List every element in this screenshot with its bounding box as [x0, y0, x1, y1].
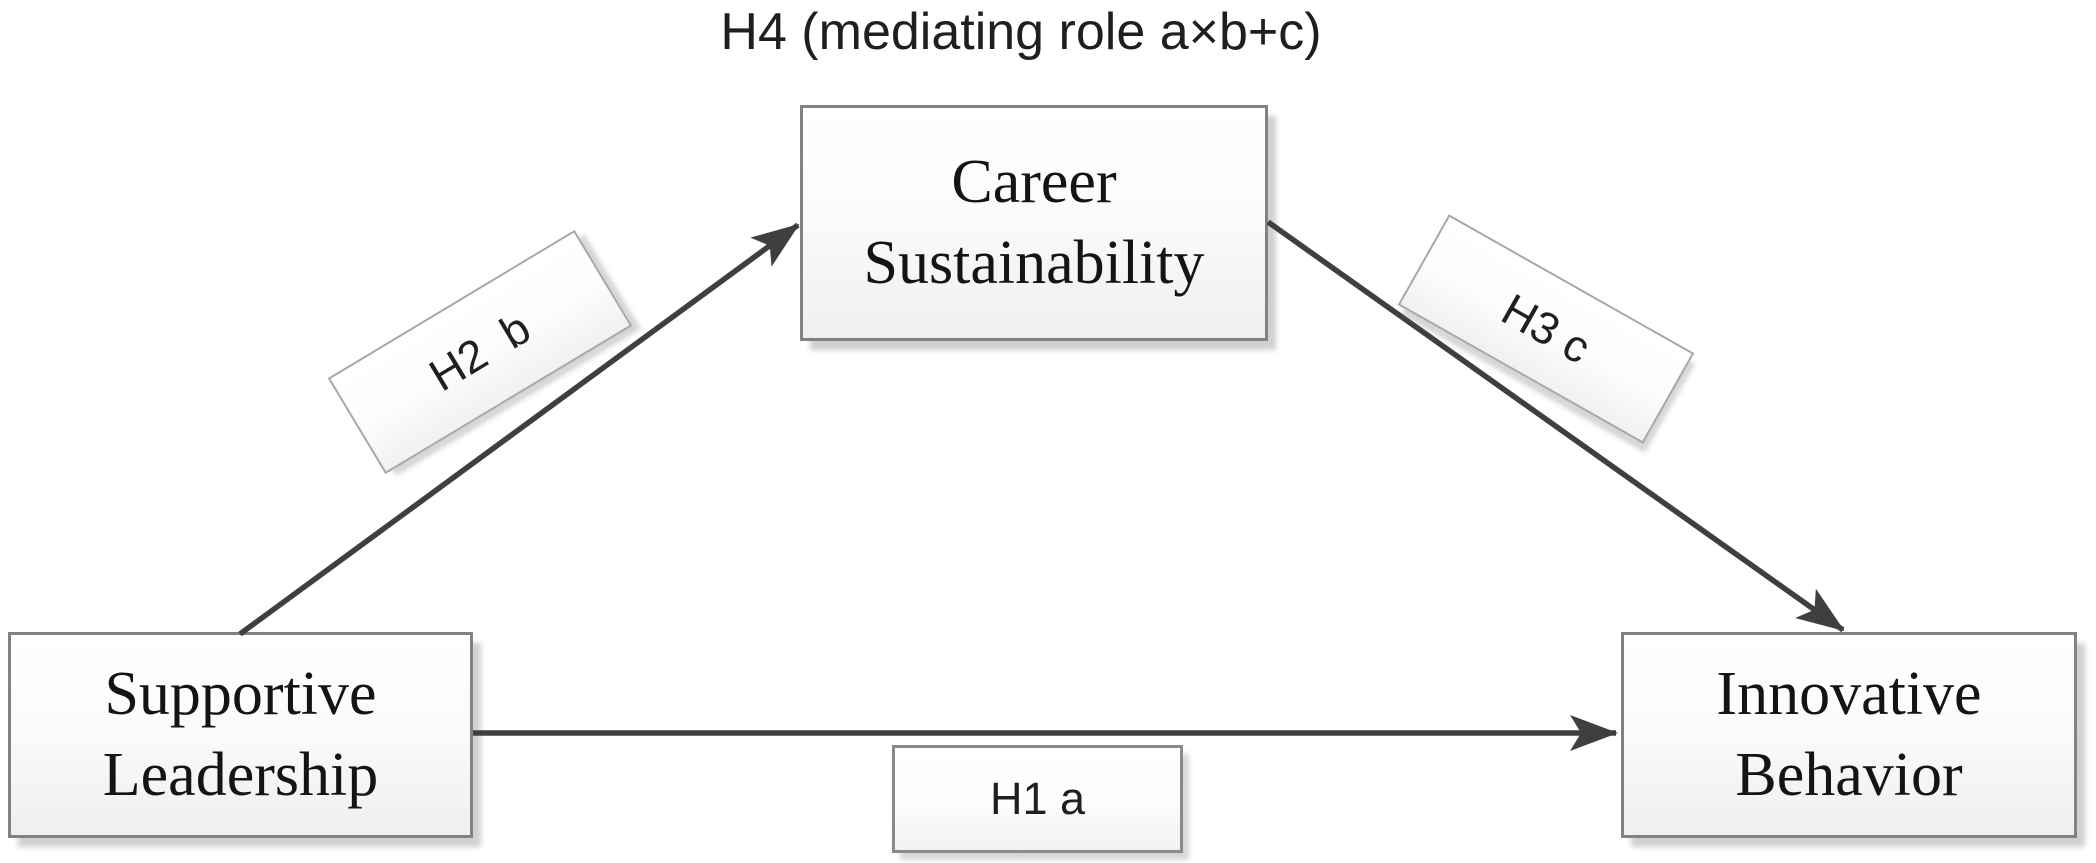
path-label-h1: H1 a [892, 745, 1183, 853]
h2-arrow [238, 222, 800, 637]
node-innovative-behavior-label: Innovative Behavior [1716, 660, 1982, 809]
node-career-sustainability-label: Career Sustainability [863, 148, 1205, 297]
node-career-sustainability: Career Sustainability [800, 105, 1268, 341]
node-supportive-leadership: Supportive Leadership [8, 632, 473, 838]
node-supportive-leadership-label: Supportive Leadership [102, 660, 379, 809]
diagram-title: H4 (mediating role a×b+c) [720, 3, 1322, 61]
path-label-h1-text: H1 a [989, 773, 1086, 824]
path-label-h3-text: H3 c [1493, 283, 1600, 374]
node-innovative-behavior: Innovative Behavior [1621, 632, 2077, 838]
path-label-h2-text: H2 b [420, 302, 539, 402]
h3-arrow [1266, 219, 1845, 633]
